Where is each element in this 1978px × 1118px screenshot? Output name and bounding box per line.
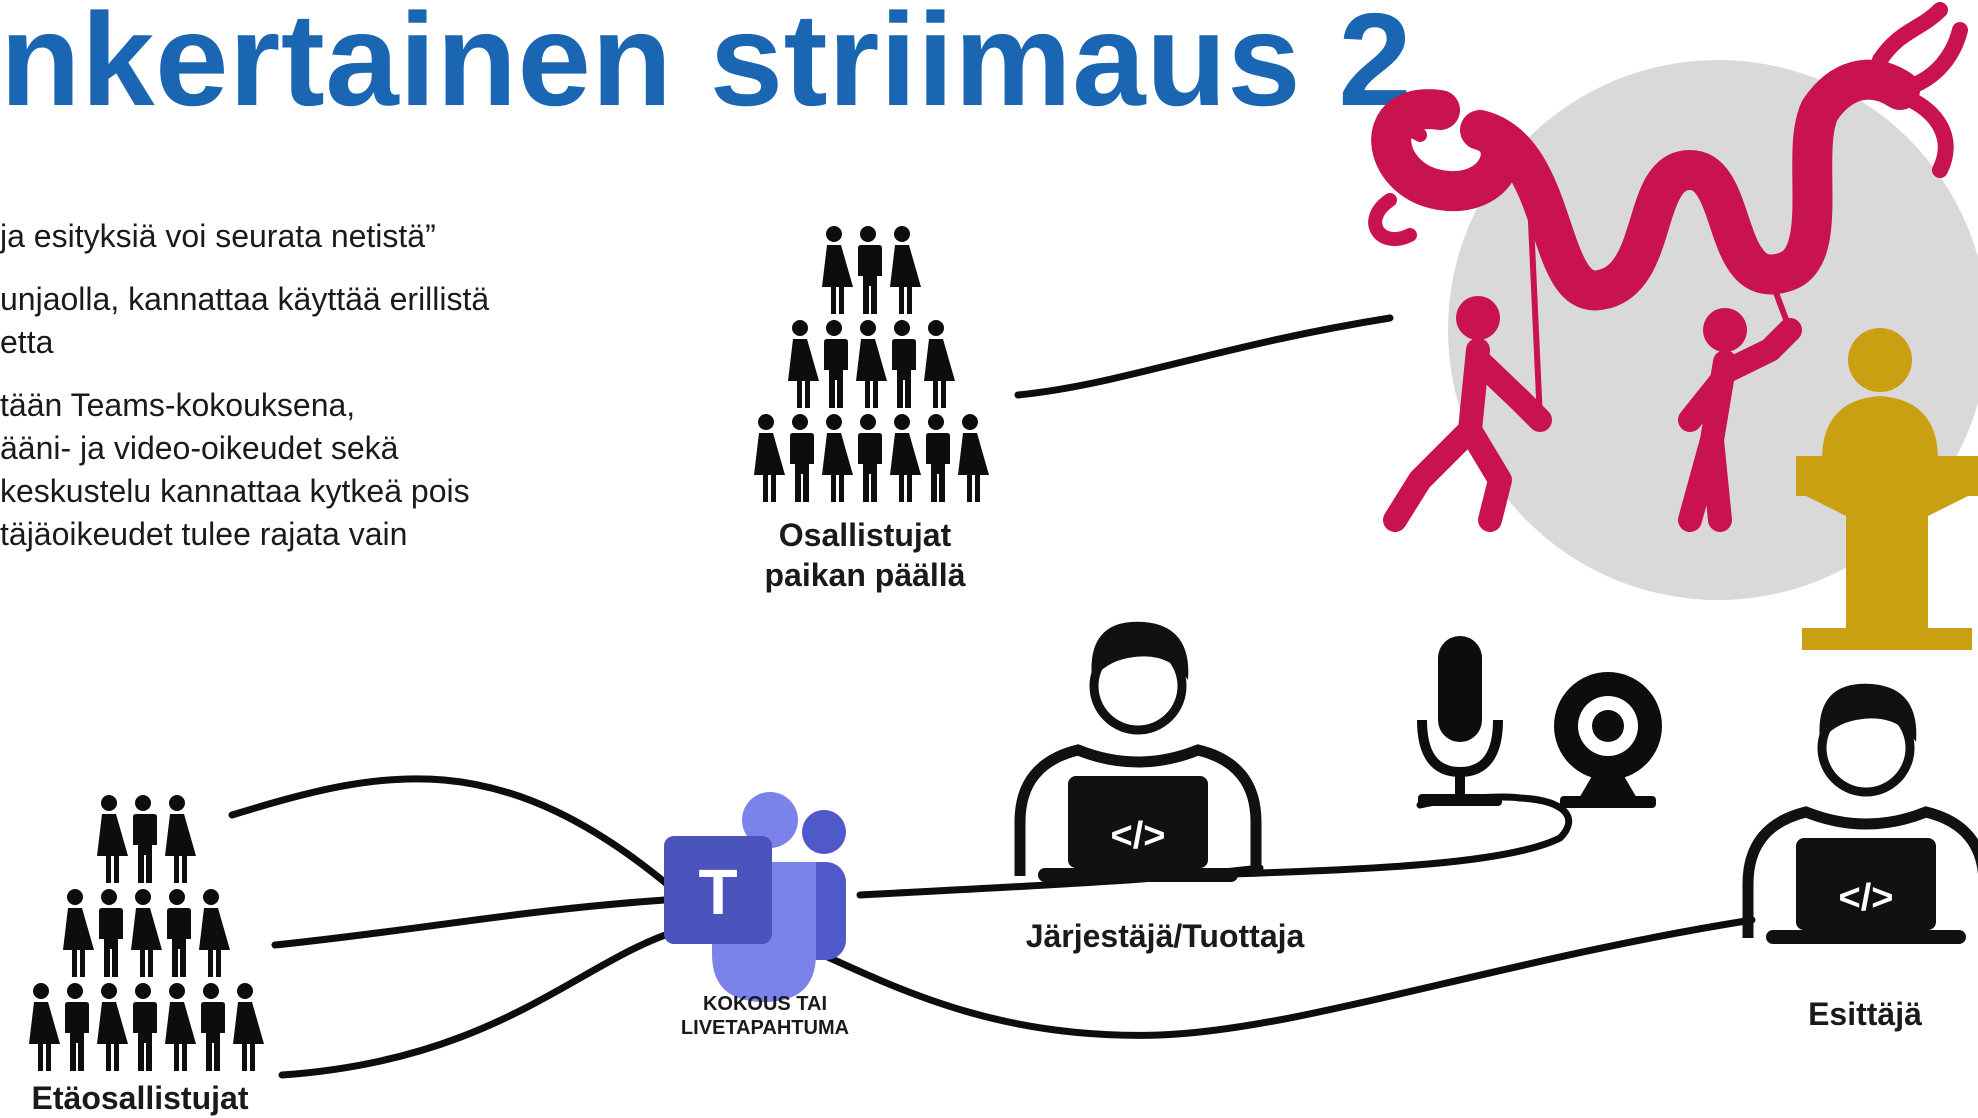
bullet-line: keskustelu kannattaa kytkeä pois — [0, 473, 470, 509]
bullet-line: ääni- ja video-oikeudet sekä — [0, 430, 399, 466]
dragon-dance-icon — [1368, 2, 1968, 532]
laptop-code-glyph: </> — [1839, 877, 1894, 919]
bullet-line: ja esityksiä voi seurata netistä” — [0, 218, 436, 254]
presenter-label: Esittäjä — [1808, 996, 1922, 1032]
slide-title: nkertainen striimaus 2 — [0, 0, 1413, 133]
microphone-icon — [1417, 636, 1503, 806]
laptop-code-glyph: </> — [1111, 815, 1166, 857]
bullet-line: tään Teams-kokouksena, — [0, 387, 356, 423]
onsite-crowd-icon — [754, 226, 989, 502]
teams-letter: T — [698, 856, 737, 928]
teams-icon: T — [664, 792, 846, 1002]
podium-speaker-icon — [1796, 328, 1978, 650]
bullet-line: unjaolla, kannattaa käyttää erillistä — [0, 281, 490, 317]
teams-meeting-label: KOKOUS TAI LIVETAPAHTUMA — [680, 993, 850, 1039]
organizer-person-laptop-icon: </> — [1020, 622, 1256, 882]
remote-crowd-icon — [29, 795, 264, 1071]
organizer-label: Järjestäjä/Tuottaja — [1025, 918, 1305, 954]
onsite-participants-label: Osallistujat paikan päällä — [764, 517, 966, 593]
presenter-person-laptop-icon: </> — [1748, 684, 1978, 944]
bullet-line: täjäoikeudet tulee rajata vain — [0, 516, 408, 552]
remote-participants-label: Etäosallistujat — [31, 1080, 249, 1116]
webcam-icon — [1554, 672, 1662, 808]
bullet-list: ja esityksiä voi seurata netistä” unjaol… — [0, 215, 680, 556]
bullet-line: etta — [0, 324, 54, 360]
